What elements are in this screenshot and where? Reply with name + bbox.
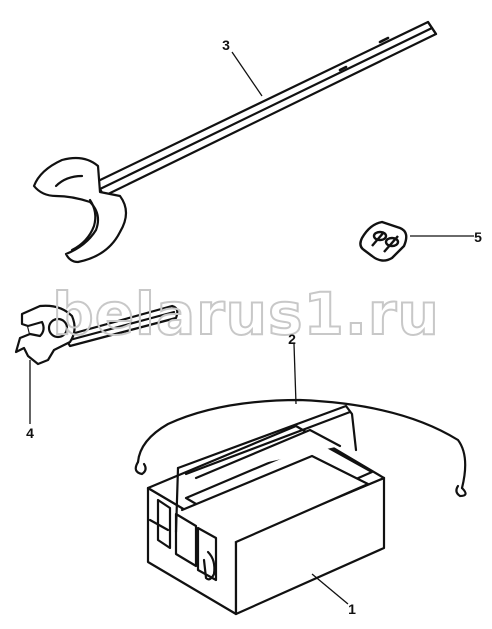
- callout-2: 2: [288, 331, 296, 347]
- callout-4: 4: [26, 425, 34, 441]
- leader-1: [311, 573, 349, 605]
- leader-lines: [29, 51, 474, 605]
- hook-spanner: [14, 304, 179, 366]
- connecting-link: [359, 220, 408, 262]
- callout-3: 3: [222, 37, 230, 53]
- large-wrench: [32, 20, 438, 264]
- watermark: belarus1.ru: [52, 280, 440, 348]
- callout-1: 1: [348, 601, 356, 617]
- leader-2: [293, 343, 297, 405]
- toolbox: [146, 404, 386, 616]
- leader-3: [231, 51, 263, 97]
- callout-5: 5: [474, 229, 482, 245]
- strap: [134, 398, 467, 498]
